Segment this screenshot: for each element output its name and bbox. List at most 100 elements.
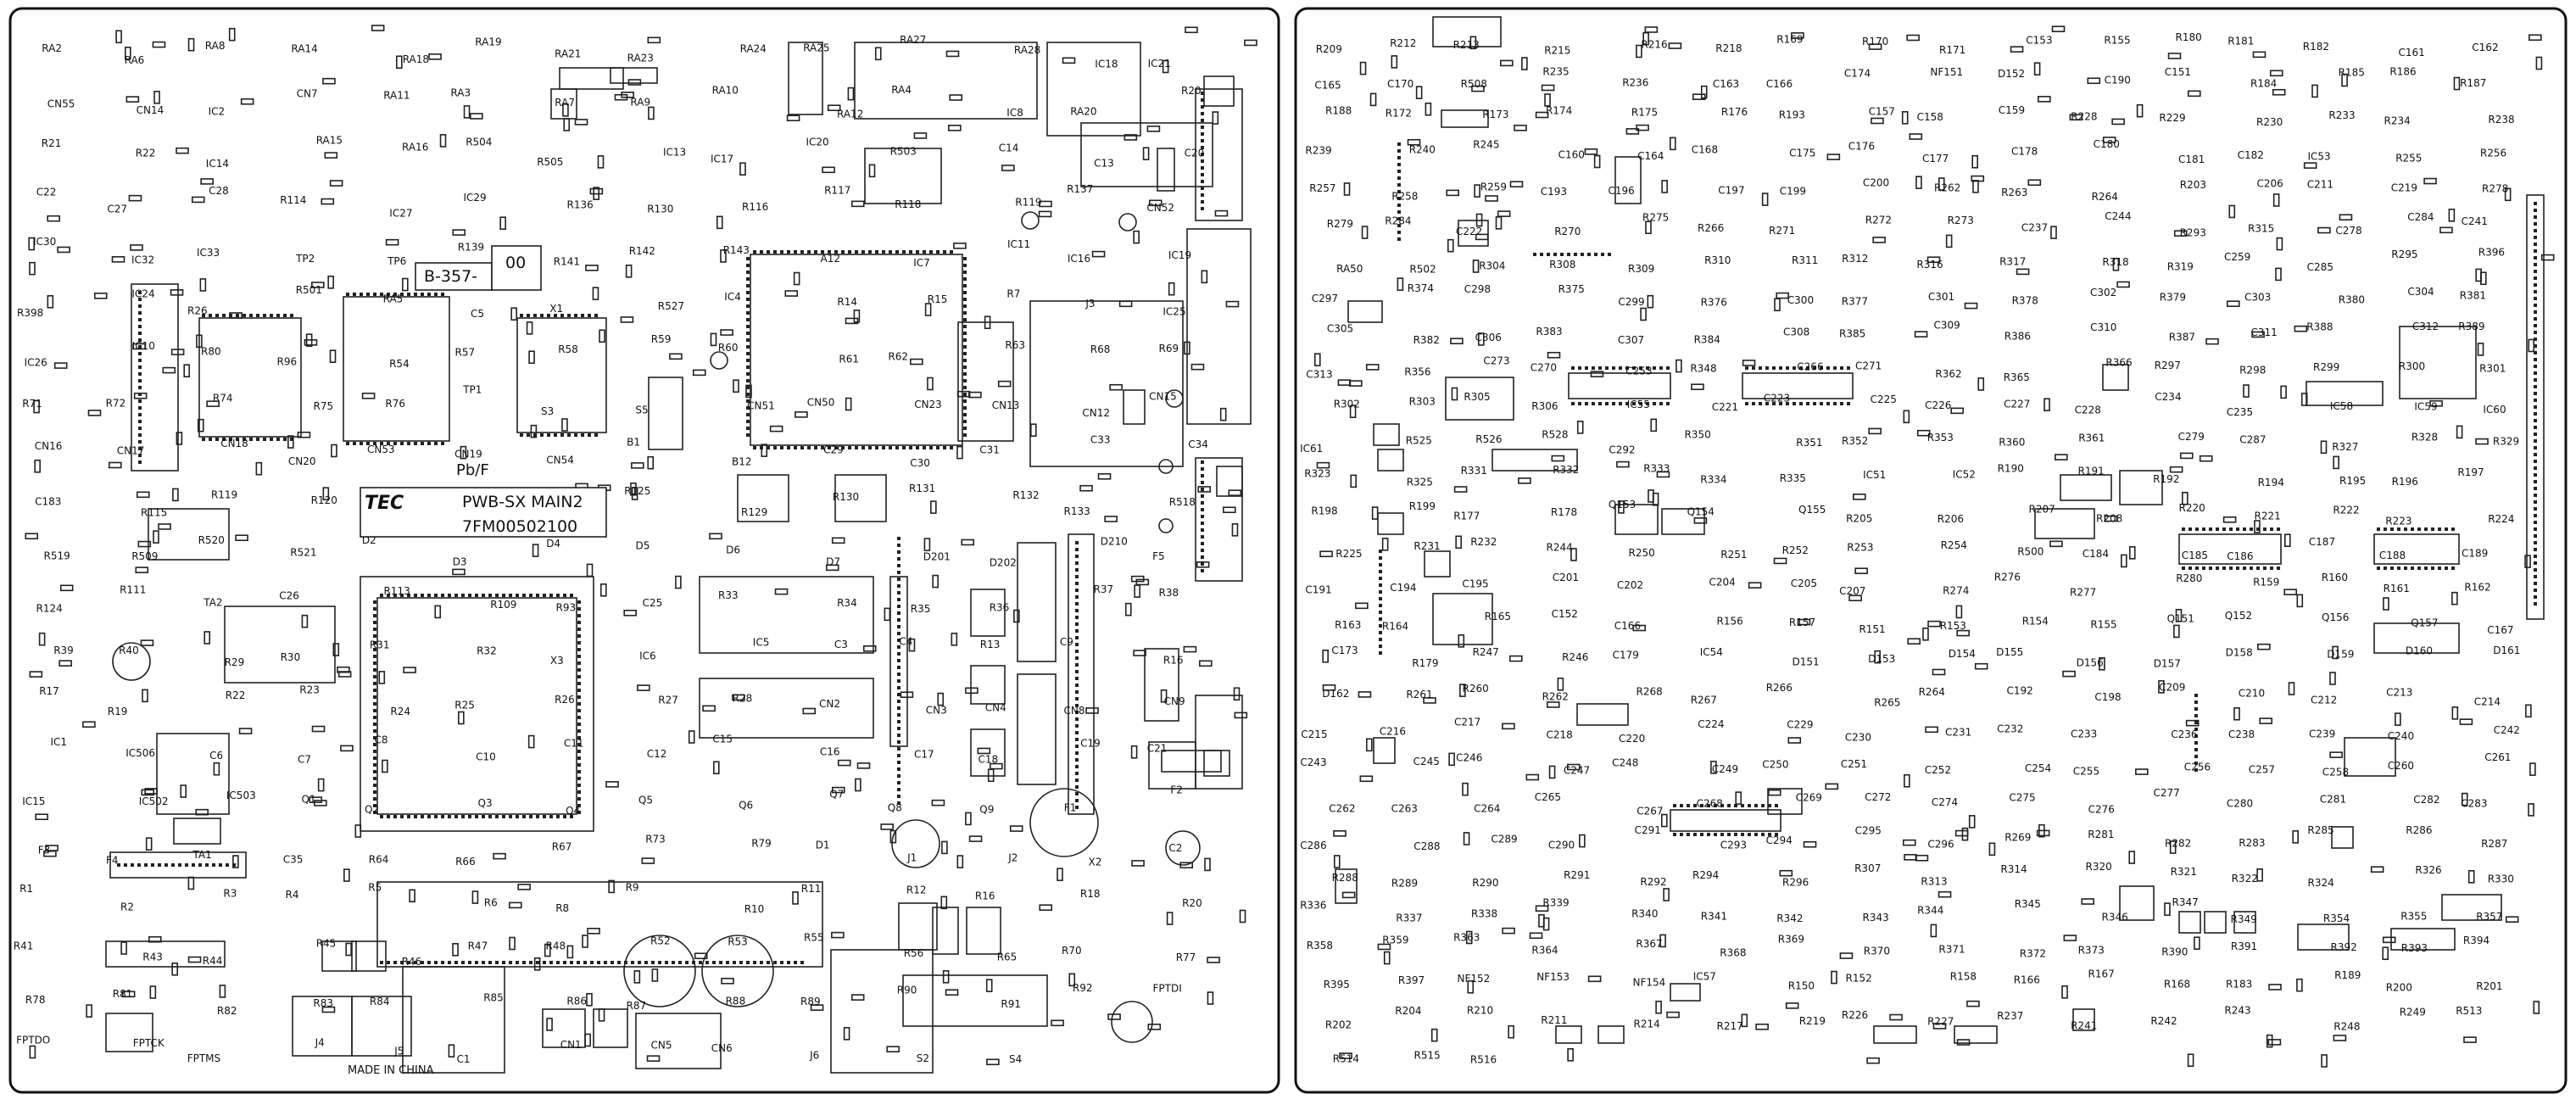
bottom-ref-designator: C158 (1917, 111, 1943, 123)
ic-outline (402, 966, 505, 1074)
passive-outline (2199, 455, 2213, 462)
pad (1646, 366, 1649, 370)
passive-outline (1645, 220, 1652, 235)
pad (692, 961, 695, 964)
pad (753, 446, 756, 449)
passive-outline (1160, 689, 1168, 703)
pad (800, 250, 804, 254)
bottom-ref-designator: R243 (2224, 1005, 2250, 1017)
passive-outline (908, 638, 916, 652)
passive-outline (795, 411, 808, 418)
pad (226, 863, 229, 867)
passive-outline (345, 942, 352, 957)
passive-outline (121, 991, 136, 998)
bottom-ref-designator: R205 (1846, 513, 1872, 525)
top-ref-designator: C4 (899, 636, 912, 648)
top-ref-designator: C28 (209, 185, 229, 197)
pad (1759, 402, 1762, 405)
bottom-ref-designator: R268 (1636, 685, 1663, 697)
pad (414, 961, 417, 964)
pad (570, 594, 573, 597)
passive-outline (769, 425, 783, 433)
pad (407, 594, 410, 597)
passive-outline (627, 79, 642, 86)
passive-outline (1039, 200, 1052, 208)
pad (897, 618, 900, 622)
bottom-ref-designator: R379 (2160, 292, 2186, 304)
pad (414, 442, 417, 445)
bottom-ref-designator: R197 (2457, 466, 2484, 478)
bottom-ref-designator: C204 (1709, 577, 1736, 589)
passive-outline (141, 789, 155, 796)
top-ref-designator: R29 (225, 656, 245, 668)
pad (611, 961, 614, 964)
passive-outline (1197, 486, 1212, 493)
ic-outline (1432, 593, 1493, 645)
top-ref-designator: RA18 (403, 53, 429, 65)
pad (1201, 488, 1204, 491)
top-ref-designator: CN2 (819, 698, 840, 710)
pad (1075, 684, 1079, 687)
bottom-ref-designator: C289 (1491, 834, 1517, 845)
passive-outline (2038, 96, 2051, 103)
passive-outline (1966, 1000, 1980, 1007)
passive-outline (162, 366, 176, 374)
pad (577, 655, 581, 658)
connector-outline (1203, 750, 1230, 777)
passive-outline (1785, 1002, 1799, 1009)
pad (1605, 402, 1609, 405)
pad (897, 672, 900, 676)
passive-outline (953, 243, 967, 249)
top-ref-designator: R24 (390, 706, 410, 717)
pad (577, 607, 581, 611)
passive-outline (59, 660, 72, 667)
pad (963, 372, 967, 376)
bottom-ref-designator: R153 (1940, 620, 1966, 632)
bottom-ref-designator: C236 (2171, 728, 2197, 740)
pad (215, 314, 219, 317)
pad (1201, 522, 1204, 525)
pad (943, 250, 946, 254)
ic-outline (1458, 220, 1489, 247)
top-ref-designator: IC24 (131, 288, 154, 300)
bottom-ref-designator: R174 (1546, 105, 1572, 117)
passive-outline (625, 264, 633, 278)
pad (1574, 253, 1577, 256)
passive-outline (1179, 862, 1194, 869)
passive-outline (197, 418, 204, 433)
pad (263, 314, 266, 317)
pad (943, 446, 946, 449)
top-ref-designator: R11 (801, 883, 822, 895)
pad (1075, 745, 1079, 748)
passive-outline (990, 762, 1003, 770)
passive-outline (448, 1044, 455, 1058)
top-ref-designator: IC11 (1007, 238, 1030, 250)
pad (631, 961, 634, 964)
bottom-ref-designator: R342 (1776, 912, 1803, 924)
pad (897, 632, 900, 635)
bottom-ref-designator: D161 (2493, 645, 2520, 656)
passive-outline (2062, 670, 2076, 678)
pad (577, 804, 581, 807)
pad (2534, 392, 2537, 395)
passive-outline (510, 307, 517, 321)
bottom-ref-designator: R269 (2004, 832, 2031, 844)
bottom-ref-designator: C272 (1865, 791, 1891, 803)
passive-outline (1355, 602, 1369, 610)
top-ref-designator: R34 (837, 597, 857, 609)
pad (2384, 527, 2387, 531)
pad (1075, 677, 1079, 680)
pad (2534, 412, 2537, 416)
connector-outline (1161, 750, 1222, 773)
top-ref-designator: IC506 (125, 747, 155, 759)
passive-outline (1930, 924, 1938, 938)
bottom-ref-designator: R166 (2014, 974, 2040, 986)
passive-outline (2395, 712, 2401, 726)
bottom-ref-designator: C275 (2009, 792, 2035, 804)
top-ref-designator: R61 (839, 354, 859, 366)
passive-outline (2228, 204, 2236, 219)
top-ref-designator: Q6 (739, 799, 753, 811)
passive-outline (716, 215, 723, 230)
passive-outline (1663, 888, 1670, 901)
top-ref-designator: CN16 (35, 440, 63, 452)
